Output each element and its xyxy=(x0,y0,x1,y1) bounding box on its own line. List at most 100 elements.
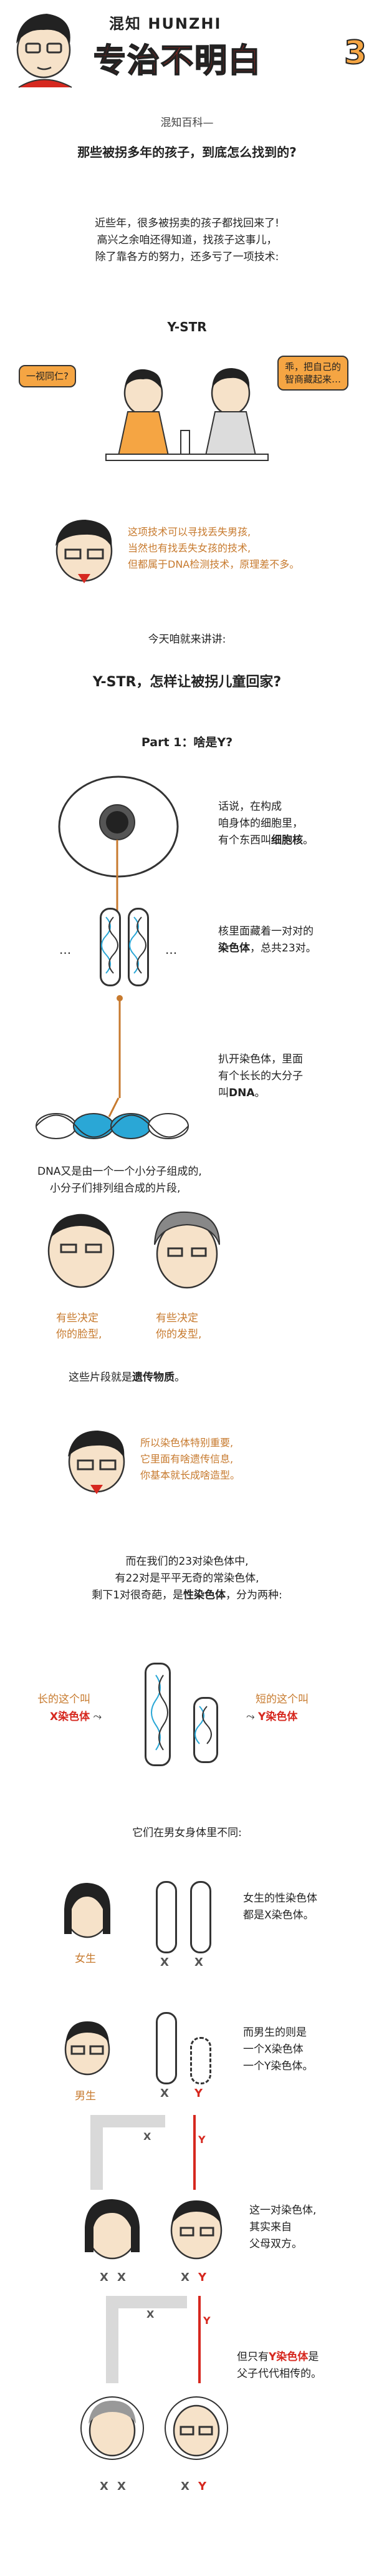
female-description: 女生的性染色体 都是X染色体。 xyxy=(243,1890,317,1924)
term-nucleus: 细胞核 xyxy=(271,834,303,847)
male-description: 而男生的则是 一个X染色体 一个Y染色体。 xyxy=(243,2024,313,2075)
label-line: ⤳ Y染色体 xyxy=(246,1708,309,1726)
mother-avatar-icon xyxy=(85,2199,140,2260)
intro-line: 近些年，很多被拐卖的孩子都找回来了! xyxy=(95,217,279,230)
x-letter: X xyxy=(143,2131,151,2142)
term-sex-chromosome: 性染色体 xyxy=(183,1589,226,1601)
grandparents-illustration xyxy=(80,2396,228,2460)
text-line: 而在我们的23对染色体中, xyxy=(125,1555,249,1568)
x-letter: X xyxy=(100,2271,108,2284)
cell-text: 话说，在构成 咱身体的细胞里， 有个东西叫细胞核。 xyxy=(218,799,314,849)
parents-illustration xyxy=(85,2199,223,2260)
label-line: 长的这个叫 xyxy=(37,1693,90,1706)
intro-line: 高兴之余咱还得知道，找孩子这事儿， xyxy=(97,234,277,246)
text-part: 。 xyxy=(254,1087,266,1099)
text-line: 染色体，总共23对。 xyxy=(218,940,317,957)
today-intro: 今天咱就来讲讲: xyxy=(148,633,226,646)
text-line: 其实来自 xyxy=(249,2221,292,2233)
note-line: 你基本就长成啥造型。 xyxy=(140,1469,241,1481)
note-technology: 这项技术可以寻找丢失男孩, 当然也有找丢失女孩的技术, 但都属于DNA检测技术，… xyxy=(128,524,299,573)
y-letter: Y xyxy=(198,2134,206,2146)
text-line: 一个Y染色体。 xyxy=(243,2060,314,2073)
dna-helix-icon xyxy=(101,916,146,974)
bubble-line: 乖，把自己的 xyxy=(285,361,342,372)
speech-bubble-left: 一视同仁? xyxy=(19,365,76,387)
arrow-icon: ⤳ xyxy=(246,1711,255,1723)
genetic-text: 这些片段就是遗传物质。 xyxy=(69,1369,185,1386)
text-part: 但只有 xyxy=(237,2351,269,2363)
note-line: 它里面有啥遗传信息, xyxy=(140,1453,234,1465)
text-line: 一个X染色体 xyxy=(243,2043,304,2056)
text-line: 小分子们排列组合成的片段, xyxy=(50,1182,181,1195)
y-letter: Y xyxy=(198,2271,207,2284)
series-label: 混知百科— xyxy=(160,117,214,129)
text-line: 都是X染色体。 xyxy=(243,1909,314,1922)
x-letter: X xyxy=(117,2480,126,2493)
text-part: 。 xyxy=(303,834,314,847)
y-inheritance-text: 但只有Y染色体是 父子代代相传的。 xyxy=(237,2349,322,2383)
note-chromosome: 所以染色体特别重要, 它里面有啥遗传信息, 你基本就长成啥造型。 xyxy=(140,1435,240,1484)
male-label: 男生 xyxy=(75,2090,96,2102)
male-avatar-icon xyxy=(64,2021,110,2076)
x-chromosome-icon xyxy=(190,1881,211,1953)
female-avatar-icon xyxy=(64,1883,110,1938)
traits-illustration xyxy=(47,1211,220,1289)
text-part: 这些片段就是 xyxy=(69,1371,132,1384)
grandmother-avatar-icon xyxy=(80,2396,144,2460)
x-chromosome-icon xyxy=(156,2012,177,2084)
x-letter: X xyxy=(181,2480,189,2493)
term-chromosome: 染色体 xyxy=(218,942,250,955)
header-banner: 混知 HUNZHI 专治不明白 3 xyxy=(0,0,374,94)
text-line: 这一对染色体, xyxy=(249,2204,317,2217)
x-letter: X xyxy=(160,1956,169,1969)
inheritance-arrow xyxy=(106,2296,187,2308)
tech-name: Y-STR xyxy=(167,319,207,334)
chromosome-text: 核里面藏着一对对的 染色体，总共23对。 xyxy=(218,923,317,957)
ellipsis-icon: ··· xyxy=(59,946,71,961)
text-line: 父子代代相传的。 xyxy=(237,2368,322,2380)
note-line: 当然也有找丢失女孩的技术, xyxy=(128,542,251,554)
term-dna: DNA xyxy=(229,1087,255,1099)
text-line: 有22对是平平无奇的常染色体, xyxy=(115,1572,259,1585)
face-shape-icon xyxy=(47,1213,115,1288)
term-x-chromosome: X染色体 xyxy=(50,1711,90,1723)
x-letter: X xyxy=(146,2308,155,2320)
text-part: 有个东西叫 xyxy=(218,834,271,847)
scientists-illustration xyxy=(105,368,269,461)
x-chromosome-icon xyxy=(145,1663,171,1766)
father-avatar-icon xyxy=(170,2200,223,2260)
bubble-line: 智商藏起来… xyxy=(285,374,342,385)
y-label: 短的这个叫 ⤳ Y染色体 xyxy=(246,1691,309,1726)
dna-helix-icon xyxy=(151,1674,212,1751)
label-line: 你的脸型, xyxy=(56,1328,102,1341)
hair-label: 有些决定 你的发型, xyxy=(156,1310,201,1343)
inheritance-arrow xyxy=(198,2296,201,2383)
inheritance-arrow xyxy=(90,2115,103,2190)
x-label: 长的这个叫 X染色体 ⤳ xyxy=(37,1691,102,1726)
text-part: 剩下1对很奇葩，是 xyxy=(92,1589,184,1601)
cell-diagram: ··· ··· xyxy=(58,775,179,1117)
term-y-chromosome: Y染色体 xyxy=(269,2351,309,2363)
x-letter: X xyxy=(181,2271,189,2284)
dna-strand-icon xyxy=(36,1113,189,1139)
text-line: DNA又是由一个一个小分子组成的, xyxy=(37,1165,202,1178)
header-illustration xyxy=(16,11,218,88)
narrator-avatar-icon xyxy=(68,1431,125,1494)
part-heading: Part 1：啥是Y? xyxy=(141,736,233,749)
intro-paragraph: 近些年，很多被拐卖的孩子都找回来了! 高兴之余咱还得知道，找孩子这事儿， 除了靠… xyxy=(0,215,374,266)
text-line: 有个长长的大分子 xyxy=(218,1070,303,1082)
text-line: 有个东西叫细胞核。 xyxy=(218,832,314,849)
brand-name: 混知 HUNZHI xyxy=(109,15,222,32)
x-letter: X xyxy=(160,2087,169,2100)
label-line: 有些决定 xyxy=(56,1312,98,1324)
y-letter: Y xyxy=(203,2315,211,2326)
y-letter: Y xyxy=(194,2087,203,2100)
text-line: 话说，在构成 xyxy=(218,800,282,813)
pairs-text: 而在我们的23对染色体中, 有22对是平平无奇的常染色体, 剩下1对很奇葩，是性… xyxy=(0,1553,374,1604)
note-line: 但都属于DNA检测技术，原理差不多。 xyxy=(128,558,300,570)
inheritance-arrow xyxy=(193,2115,196,2190)
x-chromosome-icon xyxy=(156,1881,177,1953)
text-line: 剩下1对很奇葩，是性染色体，分为两种: xyxy=(0,1587,374,1604)
female-label: 女生 xyxy=(75,1953,96,1965)
intro-line: 除了靠各方的努力，还多亏了一项技术: xyxy=(95,251,279,263)
